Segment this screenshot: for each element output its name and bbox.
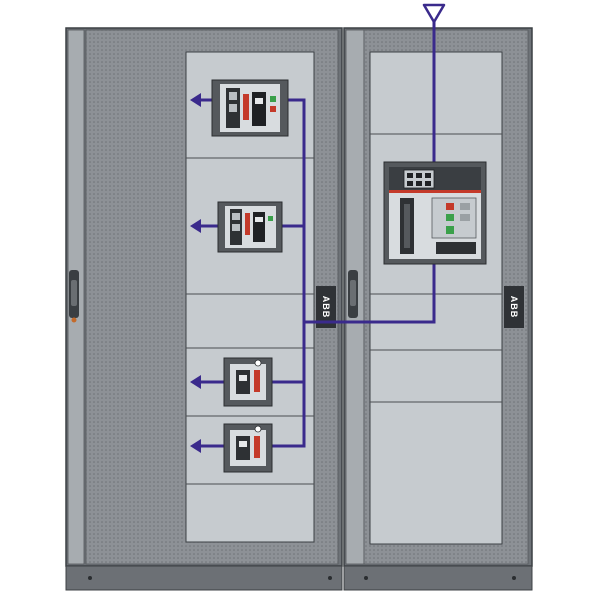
door-lock-indicator <box>71 317 77 323</box>
air-circuit-breaker <box>383 161 487 265</box>
arrow-left-icon <box>190 375 201 389</box>
breaker-trip-indicator <box>254 436 260 458</box>
brand-strip-right: ABB <box>504 286 524 328</box>
base-plinth <box>65 565 533 591</box>
plinth-bolt <box>328 576 332 580</box>
breaker-toggle <box>236 436 250 460</box>
supply-antenna-icon <box>422 3 446 24</box>
acb-state-indicator <box>460 203 470 210</box>
status-led-green <box>268 216 273 221</box>
incomer-to-bus-line <box>302 262 436 324</box>
breaker-trip-indicator <box>245 213 250 235</box>
outgoing-arrows <box>190 93 201 453</box>
arrow-left-icon <box>190 439 201 453</box>
plinth-bolt <box>364 576 368 580</box>
plinth-bolt <box>88 576 92 580</box>
brand-strip-left: ABB <box>316 286 336 328</box>
acb-red-stripe <box>389 190 481 193</box>
breaker-toggle <box>252 92 266 126</box>
arrow-left-icon <box>190 93 201 107</box>
compact-breaker-3 <box>223 357 273 407</box>
incomer-cabinet <box>343 27 533 567</box>
feeder-cabinet <box>65 27 343 567</box>
breaker-indicator <box>254 425 262 433</box>
breaker-indicator <box>254 359 262 367</box>
compact-breaker-4 <box>223 423 273 473</box>
breaker-trip-indicator <box>254 370 260 392</box>
acb-spring-indicator <box>460 214 470 221</box>
acb-top-band <box>389 167 481 191</box>
breaker-toggle <box>236 370 250 394</box>
moulded-case-breaker-1 <box>211 79 289 137</box>
status-led-green <box>270 96 276 102</box>
acb-open-button <box>446 203 454 210</box>
breaker-trip-indicator <box>243 94 249 120</box>
brand-logo-right: ABB <box>509 296 519 319</box>
status-led-red <box>270 106 276 112</box>
acb-close-button <box>446 214 454 221</box>
plinth-bolt <box>512 576 516 580</box>
arrow-left-icon <box>190 219 201 233</box>
brand-logo-left: ABB <box>321 296 331 319</box>
moulded-case-breaker-2 <box>217 201 283 253</box>
busbar-wiring <box>198 18 436 448</box>
incomer-mounting-panel <box>369 51 503 545</box>
breaker-toggle <box>253 212 265 242</box>
door-handle-grip <box>71 280 77 306</box>
acb-status-led <box>446 226 454 234</box>
door-handle-grip <box>350 280 356 306</box>
